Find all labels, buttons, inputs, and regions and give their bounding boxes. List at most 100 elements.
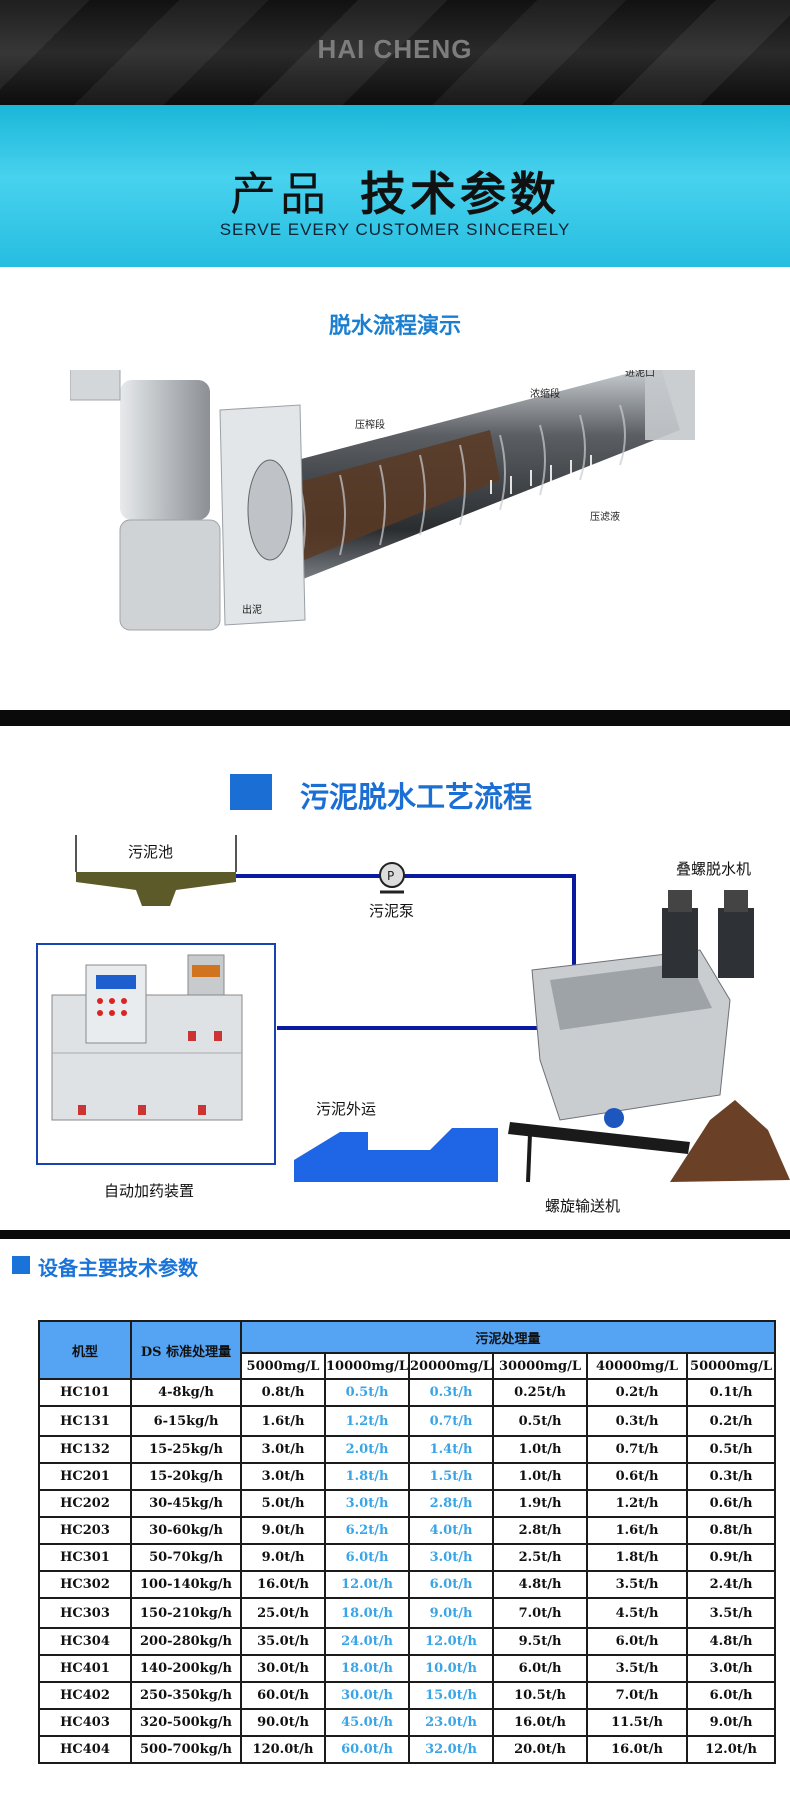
press-disc bbox=[247, 459, 293, 561]
gearbox bbox=[119, 519, 221, 631]
table-cell: HC302 bbox=[38, 1570, 132, 1599]
svg-text:P: P bbox=[387, 869, 394, 883]
table-cell: 0.5t/h bbox=[324, 1378, 410, 1407]
table-cell: 1.8t/h bbox=[586, 1543, 688, 1572]
junction-box bbox=[70, 370, 121, 401]
label-conveyor: 螺旋输送机 bbox=[545, 1197, 620, 1215]
table-cell: 0.25t/h bbox=[492, 1378, 588, 1407]
table-cell: 30.0t/h bbox=[240, 1654, 326, 1683]
table-cell: 10.0t/h bbox=[408, 1654, 494, 1683]
table-cell: 1.0t/h bbox=[492, 1462, 588, 1491]
table-cell: 0.6t/h bbox=[685, 1489, 777, 1518]
label-pump: 污泥泵 bbox=[369, 902, 414, 920]
label-transport: 污泥外运 bbox=[316, 1100, 376, 1118]
table-cell: 24.0t/h bbox=[324, 1627, 410, 1656]
table-cell: 18.0t/h bbox=[324, 1654, 410, 1683]
dosing-device-box bbox=[36, 943, 276, 1165]
dewatering-machine bbox=[531, 890, 754, 1128]
table-cell: 6.0t/h bbox=[324, 1543, 410, 1572]
table-cell: 0.8t/h bbox=[240, 1378, 326, 1407]
col-header-conc: 20000mg/L bbox=[408, 1352, 494, 1380]
table-cell: 0.3t/h bbox=[586, 1405, 688, 1437]
table-cell: 3.5t/h bbox=[586, 1570, 688, 1599]
table-cell: 3.0t/h bbox=[685, 1654, 777, 1683]
sludge-tank bbox=[75, 835, 237, 906]
table-cell: 45.0t/h bbox=[324, 1708, 410, 1737]
table-cell: 30-60kg/h bbox=[130, 1516, 242, 1545]
col-header-conc: 10000mg/L bbox=[324, 1352, 410, 1380]
table-cell: HC303 bbox=[38, 1597, 132, 1629]
table-cell: HC203 bbox=[38, 1516, 132, 1545]
truck-icon bbox=[294, 1128, 498, 1182]
table-cell: 6.0t/h bbox=[408, 1570, 494, 1599]
table-cell: 25.0t/h bbox=[240, 1597, 326, 1629]
label-dewater-machine: 叠螺脱水机 bbox=[676, 860, 751, 878]
table-cell: 7.0t/h bbox=[586, 1681, 688, 1710]
table-cell: 30-45kg/h bbox=[130, 1489, 242, 1518]
col-header-conc: 40000mg/L bbox=[586, 1352, 688, 1380]
table-cell: 30.0t/h bbox=[324, 1681, 410, 1710]
table-cell: 12.0t/h bbox=[685, 1735, 777, 1764]
pump-icon: P bbox=[379, 862, 405, 894]
table-cell: HC101 bbox=[38, 1378, 132, 1407]
dosing-device-illustration bbox=[51, 954, 243, 1121]
page-title-part1: 产品 bbox=[230, 167, 330, 221]
inlet-box bbox=[645, 370, 695, 440]
table-cell: HC201 bbox=[38, 1462, 132, 1491]
pipeline bbox=[236, 874, 576, 1030]
process-flow-diagram: P 污泥池 污泥泵 叠螺脱水机 污泥外运 螺旋输送机 bbox=[75, 835, 790, 1215]
table-cell: 15-25kg/h bbox=[130, 1435, 242, 1464]
table-cell: 0.3t/h bbox=[408, 1378, 494, 1407]
page-title: 产品技术参数 bbox=[0, 158, 790, 224]
table-cell: 250-350kg/h bbox=[130, 1681, 242, 1710]
table-cell: 6.0t/h bbox=[586, 1627, 688, 1656]
section-marker bbox=[230, 774, 272, 810]
table-cell: 6-15kg/h bbox=[130, 1405, 242, 1437]
table-cell: 6.2t/h bbox=[324, 1516, 410, 1545]
screw-spiral bbox=[299, 404, 626, 566]
table-cell: HC131 bbox=[38, 1405, 132, 1437]
table-cell: 35.0t/h bbox=[240, 1627, 326, 1656]
col-header-conc: 30000mg/L bbox=[492, 1352, 588, 1380]
table-cell: 32.0t/h bbox=[408, 1735, 494, 1764]
table-cell: 9.0t/h bbox=[240, 1516, 326, 1545]
demo-section-title: 脱水流程演示 bbox=[328, 314, 461, 339]
table-cell: 9.0t/h bbox=[408, 1597, 494, 1629]
sludge-pile bbox=[670, 1100, 790, 1182]
table-cell: 15.0t/h bbox=[408, 1681, 494, 1710]
table-cell: 2.8t/h bbox=[408, 1489, 494, 1518]
table-cell: 9.0t/h bbox=[685, 1708, 777, 1737]
section-divider-2 bbox=[0, 1230, 790, 1239]
table-cell: HC304 bbox=[38, 1627, 132, 1656]
table-cell: 0.2t/h bbox=[586, 1378, 688, 1407]
screw-conveyor bbox=[508, 1122, 690, 1183]
table-cell: 320-500kg/h bbox=[130, 1708, 242, 1737]
table-cell: 1.2t/h bbox=[324, 1405, 410, 1437]
motor bbox=[120, 380, 210, 520]
label-thicken: 浓缩段 bbox=[530, 387, 560, 400]
table-cell: 0.7t/h bbox=[586, 1435, 688, 1464]
table-cell: 3.0t/h bbox=[324, 1489, 410, 1518]
table-cell: 2.0t/h bbox=[324, 1435, 410, 1464]
table-cell: 2.8t/h bbox=[492, 1516, 588, 1545]
table-cell: HC403 bbox=[38, 1708, 132, 1737]
table-cell: 16.0t/h bbox=[492, 1708, 588, 1737]
filtrate-drops bbox=[490, 455, 592, 494]
title-banner bbox=[0, 105, 790, 267]
table-cell: 500-700kg/h bbox=[130, 1735, 242, 1764]
table-cell: 1.6t/h bbox=[586, 1516, 688, 1545]
col-header-model: 机型 bbox=[38, 1320, 132, 1380]
col-header-conc: 50000mg/L bbox=[685, 1352, 777, 1380]
table-cell: 1.0t/h bbox=[492, 1435, 588, 1464]
table-cell: 0.1t/h bbox=[685, 1378, 777, 1407]
